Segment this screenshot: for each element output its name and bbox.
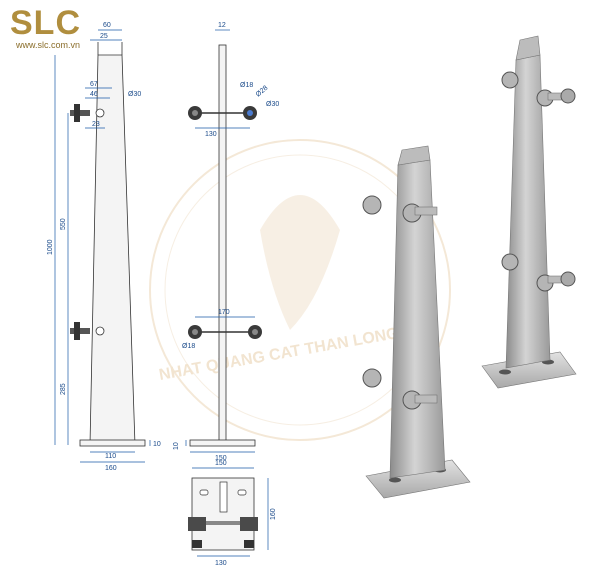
render-right-clamps	[501, 71, 576, 292]
dim-front-base-150: 150	[215, 455, 227, 462]
dim-span-130: 130	[205, 131, 217, 138]
dim-base-inner: 110	[105, 453, 116, 460]
dim-base-thk: 10	[153, 441, 161, 448]
dim-clamp-23: 23	[92, 121, 100, 128]
render-3d-right	[481, 35, 577, 389]
render-left-clamps	[362, 195, 438, 410]
dim-height-285: 285	[60, 383, 67, 395]
front-clamps-lower	[188, 325, 262, 339]
dim-top-slot: 25	[100, 33, 108, 40]
plan-clamps	[188, 517, 258, 548]
dim-dia28: Ø28	[255, 85, 270, 99]
dim-top-width: 60	[103, 22, 111, 29]
side-clamp-lower	[70, 322, 105, 340]
render-3d-left	[362, 145, 471, 499]
dim-height-550: 550	[60, 218, 67, 230]
dim-clamp-46: 46	[90, 91, 98, 98]
dim-dia30: Ø30	[266, 101, 279, 108]
front-post	[218, 44, 227, 446]
dim-plan-160: 160	[270, 508, 277, 520]
dim-plan-130: 130	[215, 560, 227, 567]
front-clamps-upper	[188, 106, 257, 120]
dim-span-170: 170	[218, 309, 230, 316]
dim-clamp-dia: Ø30	[128, 91, 141, 98]
dim-dia18-top: Ø18	[240, 82, 253, 89]
logo-text: SLC	[10, 4, 81, 42]
dim-clamp-67: 67	[90, 81, 98, 88]
side-base-plate	[79, 439, 146, 447]
dim-dia18-bottom: Ø18	[182, 343, 195, 350]
dim-front-base-thk: 10	[173, 442, 180, 450]
dim-plan-150: 150	[215, 460, 227, 467]
plan-view: 150 160 130	[188, 460, 277, 567]
dim-height-total: 1000	[47, 239, 54, 255]
front-base-plate	[189, 439, 256, 447]
side-view: 60 25 67 46 Ø30 23 1000 550 285 110 160 …	[47, 22, 161, 472]
brand-logo: SLC www.slc.com.vn	[10, 6, 120, 50]
dim-base-outer: 160	[105, 465, 117, 472]
side-clamp-upper	[70, 104, 105, 122]
front-view: 12 Ø18 Ø28 Ø30 130 170 Ø18 10 150	[173, 22, 279, 462]
dim-front-top: 12	[218, 22, 226, 29]
logo-url: www.slc.com.vn	[16, 40, 81, 50]
